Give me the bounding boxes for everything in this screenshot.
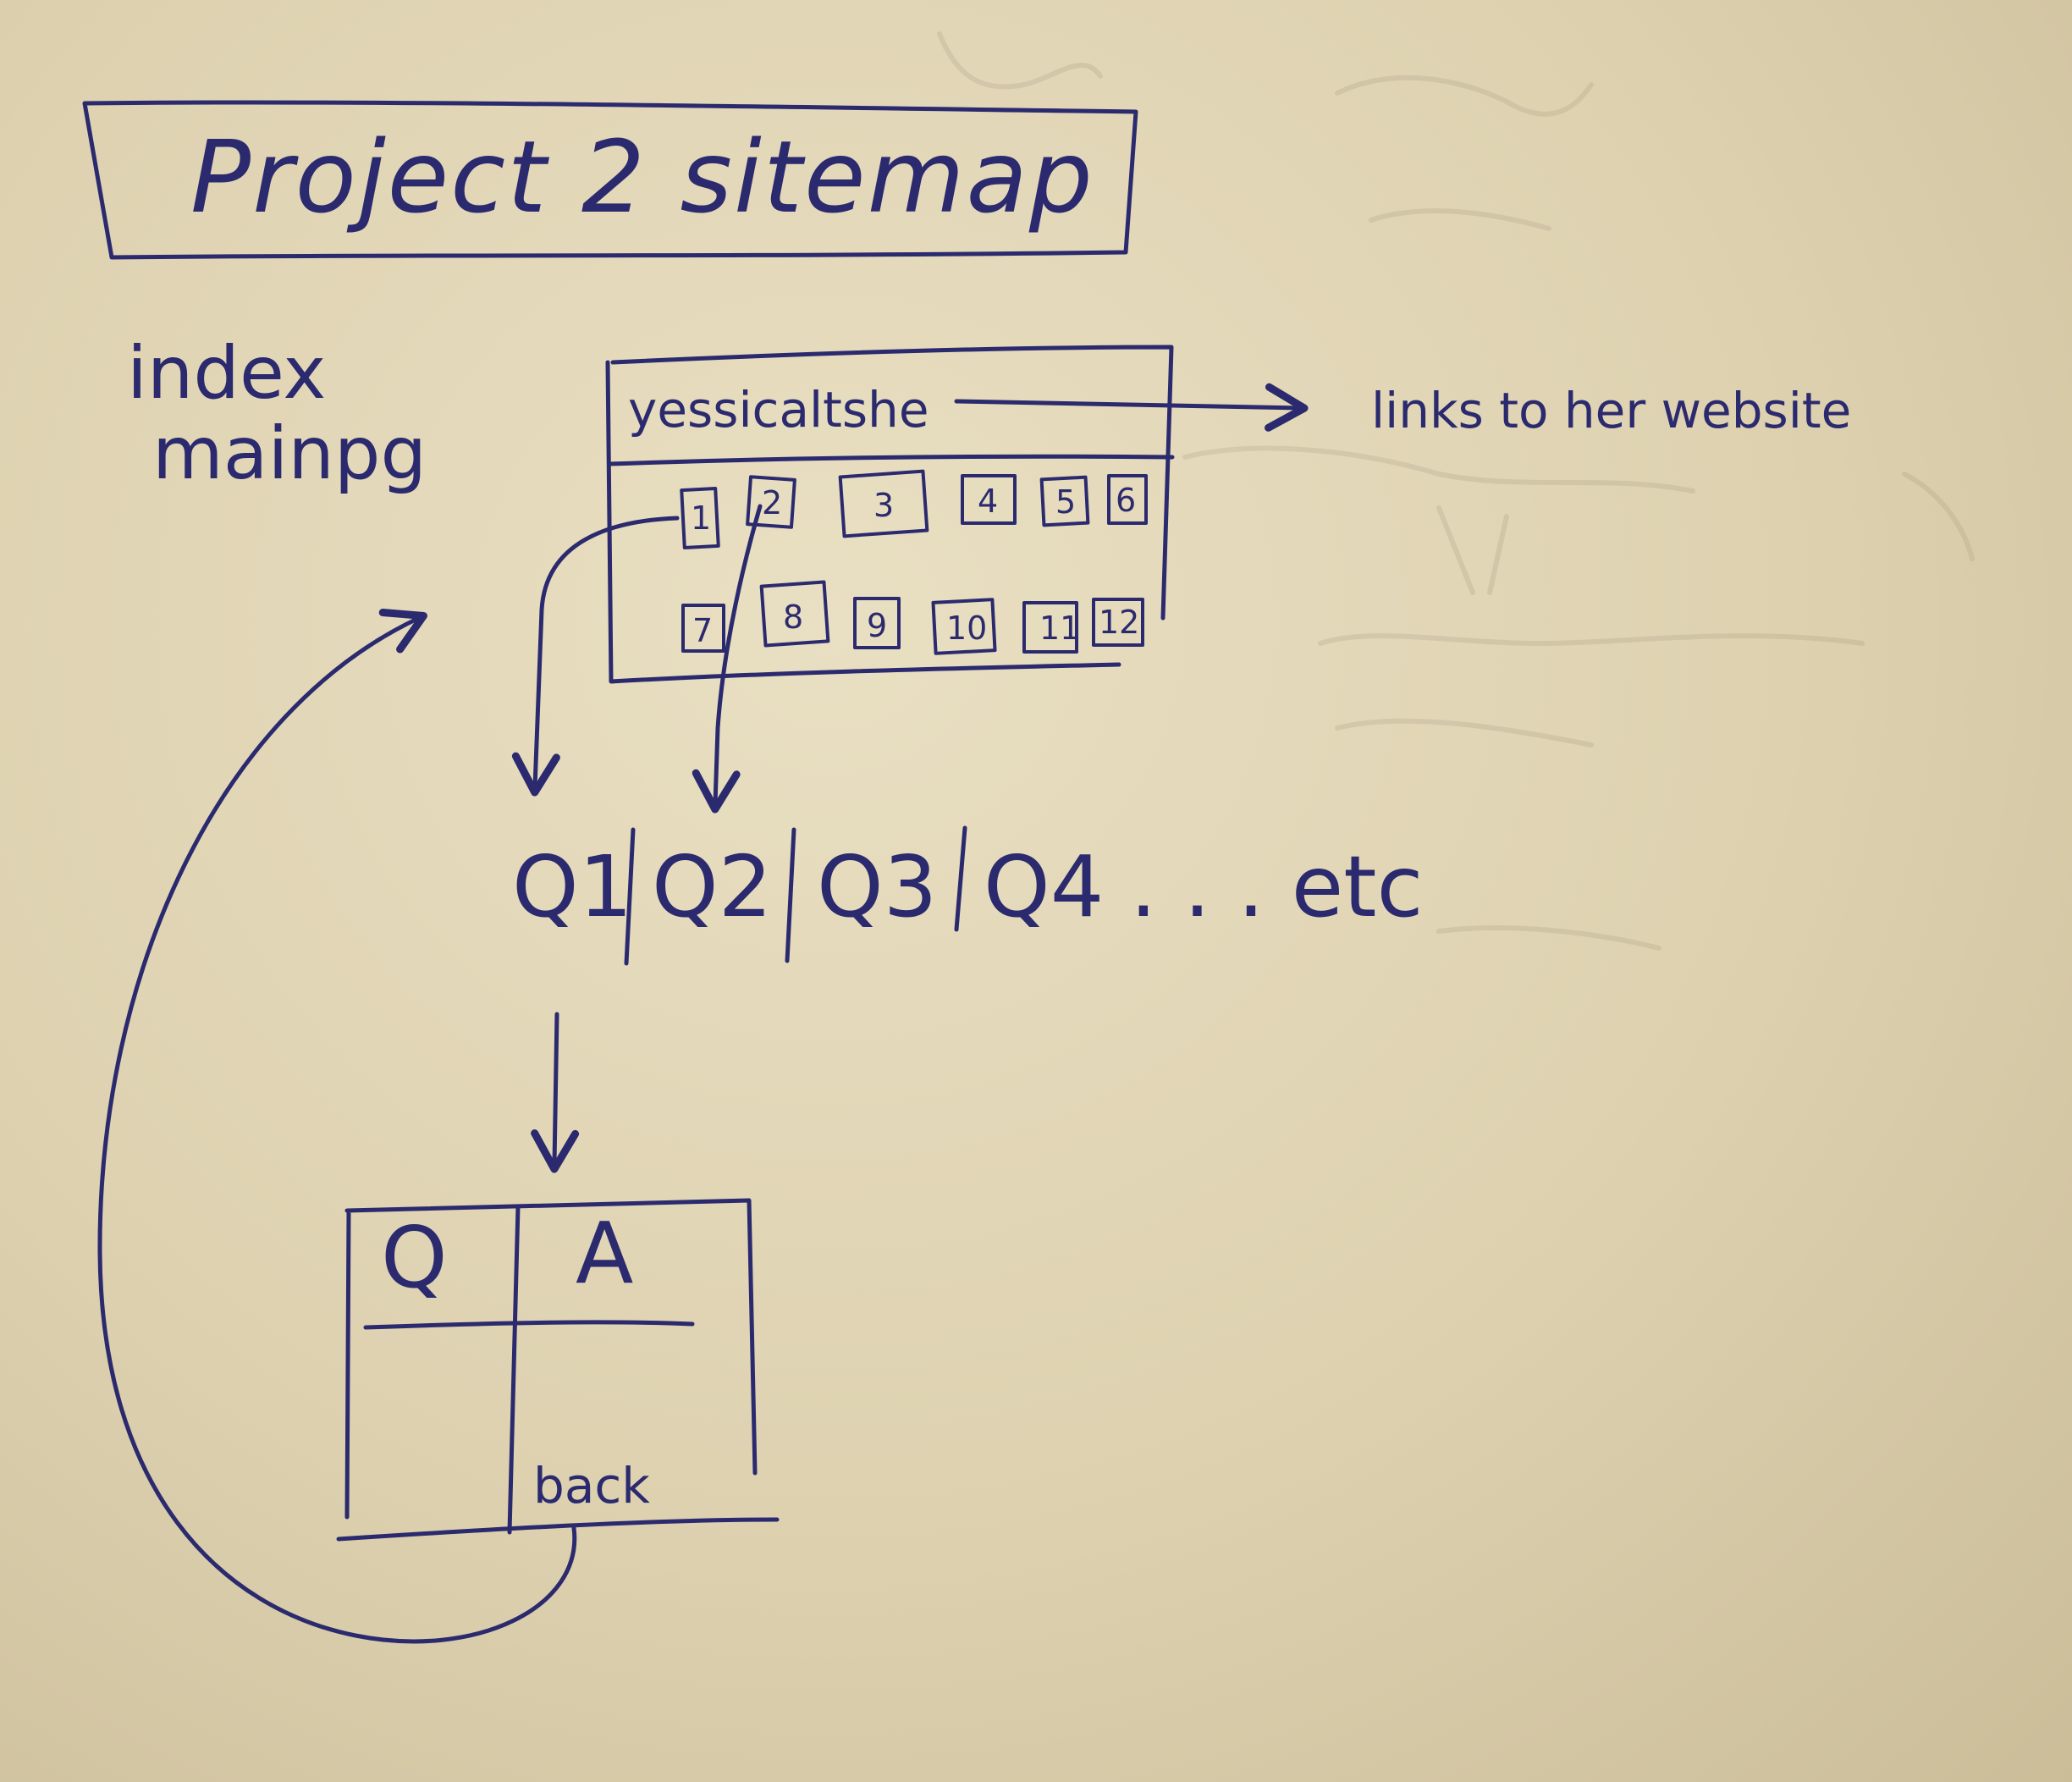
- page-title: Project 2 sitemap: [190, 119, 1094, 235]
- thumb-10-label: 10: [946, 610, 987, 647]
- thumb-1: [680, 486, 720, 550]
- website-link-note: links to her website: [1371, 382, 1851, 439]
- thumb-9-label: 9: [867, 607, 887, 644]
- thumb-12: [1092, 598, 1144, 647]
- thumb-2: [746, 475, 796, 529]
- q-divider-3: [954, 825, 967, 932]
- site-header-text: yessicaltshe: [628, 381, 929, 439]
- thumb-2-label: 2: [762, 484, 782, 521]
- index-label-line2: mainpg: [152, 411, 427, 496]
- title-block: Project 2 sitemap: [82, 100, 1138, 260]
- thumb-11: [1022, 601, 1078, 654]
- thumb-5-label: 5: [1055, 483, 1076, 521]
- index-label: index mainpg: [127, 331, 427, 496]
- thumb2-to-q2-arrow: [692, 504, 763, 814]
- thumb-4-label: 4: [978, 483, 998, 520]
- website-link-arrow: [954, 383, 1309, 432]
- question-q1: Q1: [512, 837, 632, 936]
- qa-page-box: [336, 1198, 780, 1542]
- thumb1-to-q1-arrow: [511, 516, 680, 797]
- back-to-main-arrow: [97, 609, 577, 1644]
- header-divider: [607, 454, 1175, 466]
- question-q4: Q4: [984, 837, 1104, 936]
- index-label-line1: index: [127, 331, 326, 416]
- qa-question-header: Q: [381, 1208, 448, 1307]
- question-q2: Q2: [652, 837, 772, 936]
- qa-column-divider: [507, 1204, 521, 1535]
- question-to-qa-arrow: [531, 1012, 580, 1173]
- thumbnail-grid-row2: 7 8 9 10 11 12: [681, 580, 1144, 655]
- qa-page-wireframe: Q A back: [336, 1198, 780, 1542]
- thumbnail-grid-row1: 1 2 3 4 5 6: [680, 469, 1148, 550]
- q-divider-1: [624, 827, 636, 966]
- qa-header-divider: [363, 1320, 695, 1330]
- thumb-1-label: 1: [691, 499, 711, 537]
- thumb-12-label: 12: [1099, 604, 1139, 641]
- thumb-8: [759, 580, 830, 648]
- thumb-7: [681, 604, 725, 653]
- thumb-5: [1039, 475, 1090, 527]
- thumb-6: [1107, 474, 1148, 525]
- main-page-box: [605, 345, 1174, 684]
- thumb-6-label: 6: [1116, 482, 1136, 519]
- q-divider-2: [785, 827, 796, 963]
- question-etc: . . . etc: [1130, 837, 1423, 936]
- qa-back-link: back: [533, 1457, 650, 1514]
- thumb-4: [961, 474, 1017, 525]
- question-pages-row: Q1 Q2 Q3 Q4 . . . etc: [512, 825, 1423, 966]
- thumb-7-label: 7: [692, 612, 713, 649]
- main-page-wireframe: yessicaltshe links to her website 1 2 3 …: [605, 345, 1851, 684]
- qa-answer-header: A: [576, 1204, 633, 1303]
- thumb-8-label: 8: [783, 599, 803, 636]
- thumb-11-label: 11: [1039, 610, 1080, 647]
- question-q3: Q3: [817, 837, 937, 936]
- thumb-9: [853, 597, 901, 649]
- bleed-through-marks: [937, 31, 1975, 951]
- thumb-3: [838, 469, 929, 538]
- thumb-3-label: 3: [873, 487, 894, 524]
- thumb-10: [931, 598, 997, 655]
- title-box: [82, 100, 1138, 260]
